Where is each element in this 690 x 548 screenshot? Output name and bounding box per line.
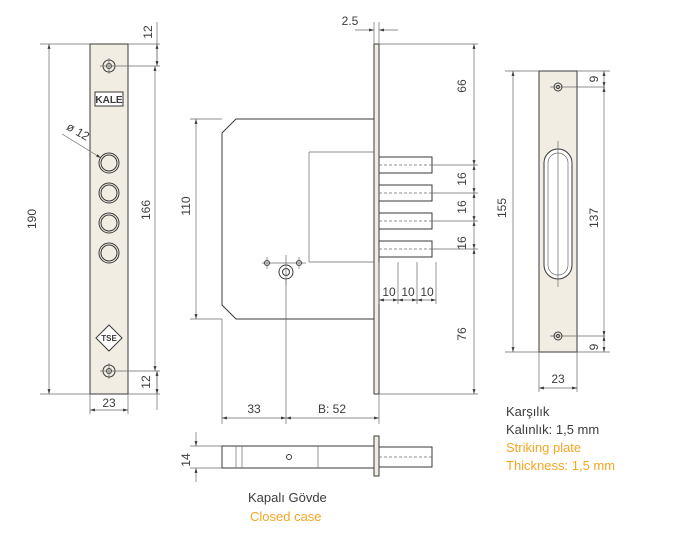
strike-label-tr-2: Kalınlık: 1,5 mm (506, 422, 599, 437)
strike-width-dim: 23 (551, 372, 565, 386)
bolt-spacing-2: 10 (401, 285, 415, 299)
strike-bottom-dim: 9 (587, 343, 601, 350)
side-gap1-dim: 16 (455, 172, 469, 186)
closed-case-label-en: Closed case (250, 509, 322, 524)
strike-label-tr-1: Karşılık (506, 404, 550, 419)
backset-dim: B: 52 (318, 402, 346, 416)
side-faceplate (373, 43, 380, 395)
front-plate-view: KALE TSE 190 (25, 22, 160, 414)
closed-height-dim: 14 (179, 453, 193, 467)
closed-case-view: 14 Kapalı Gövde Closed case (179, 432, 433, 524)
front-width-dim: 23 (102, 396, 116, 410)
bolt-holes (98, 152, 120, 264)
front-diameter-dim: ø 12 (64, 119, 92, 143)
side-gap2-dim: 16 (455, 200, 469, 214)
bolt-spacing-1: 10 (382, 285, 396, 299)
strike-label-en-2: Thickness: 1,5 mm (506, 458, 615, 473)
closed-case-label-tr: Kapalı Gövde (248, 490, 327, 505)
lock-case (221, 118, 375, 320)
strike-top-dim: 9 (587, 75, 601, 82)
strike-slot-dim: 137 (587, 208, 601, 228)
front-bottom-dim: 12 (139, 375, 153, 389)
side-top-dim: 66 (455, 79, 469, 93)
front-height-dim: 190 (25, 209, 39, 229)
strike-height-dim: 155 (495, 198, 509, 218)
side-left-dim: 33 (247, 402, 261, 416)
bolts (378, 156, 433, 258)
front-top-dim: 12 (141, 25, 155, 39)
striking-plate-view: 155 9 137 9 23 Karşılık Kalınlık: 1,5 mm… (495, 70, 615, 473)
side-view: 2.5 66 16 16 16 76 110 10 10 10 (179, 14, 478, 424)
tse-logo: TSE (95, 324, 123, 352)
strike-label-en-1: Striking plate (506, 440, 581, 455)
tse-logo-text: TSE (101, 334, 117, 343)
kale-brand-badge: KALE (94, 91, 124, 107)
spindle-hole (262, 255, 306, 285)
brand-text: KALE (95, 95, 123, 106)
side-height-dim: 110 (179, 196, 193, 215)
side-gap3-dim: 16 (455, 236, 469, 250)
side-thickness-dim: 2.5 (342, 14, 359, 28)
front-holes-dim: 166 (139, 200, 153, 220)
screw-hole-top (100, 58, 160, 74)
bolt-spacing-3: 10 (420, 285, 434, 299)
screw-hole-bottom (100, 363, 160, 379)
side-bottom-dim: 76 (455, 327, 469, 341)
